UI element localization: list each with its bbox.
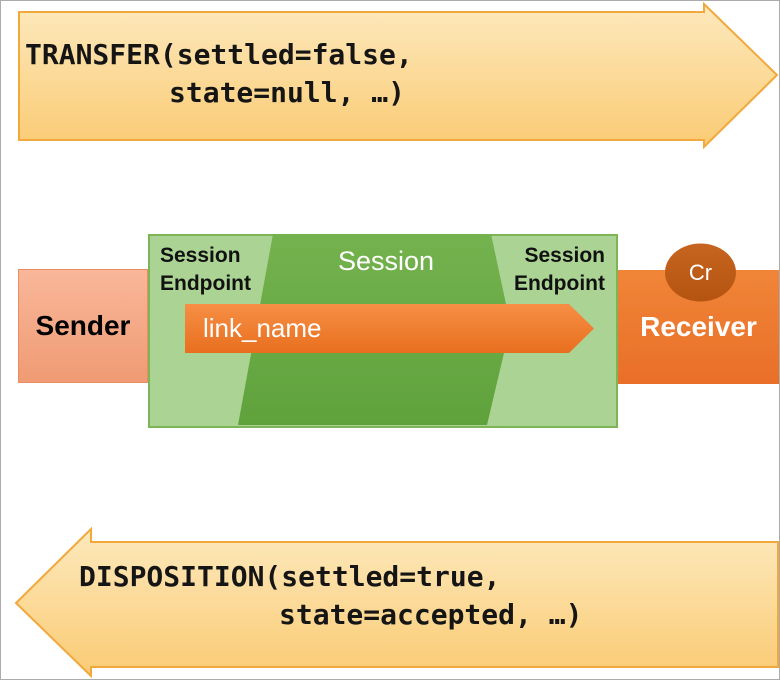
credit-badge-label: Cr [688, 259, 713, 285]
credit-badge-ellipse [665, 243, 736, 302]
receiver-label: Receiver [640, 311, 757, 342]
transfer-code-line1: TRANSFER(settled=false, [25, 38, 413, 71]
transfer-code-line2: state=null, …) [169, 76, 406, 109]
credit-badge: Cr [665, 243, 736, 302]
session-endpoint-left-line1: Session [160, 244, 241, 267]
disposition-code-line1: DISPOSITION(settled=true, [79, 560, 501, 593]
session-endpoint-left-line2: Endpoint [160, 272, 251, 295]
disposition-code-line2: state=accepted, …) [279, 598, 583, 631]
sender-box-label-area: Sender [18, 269, 148, 383]
session-endpoint-right-line1: Session [524, 244, 605, 267]
link-arrow-shape [185, 304, 594, 353]
receiver-box-label-area: Receiver [618, 270, 779, 384]
sender-box [18, 269, 148, 383]
link-name-label: link_name [203, 313, 322, 343]
session-title: Session [338, 246, 435, 276]
session-endpoint-right-line2: Endpoint [514, 272, 605, 295]
disposition-arrow-shape [14, 526, 779, 679]
transfer-arrow-shape [18, 1, 779, 150]
sender-label: Sender [35, 310, 131, 341]
